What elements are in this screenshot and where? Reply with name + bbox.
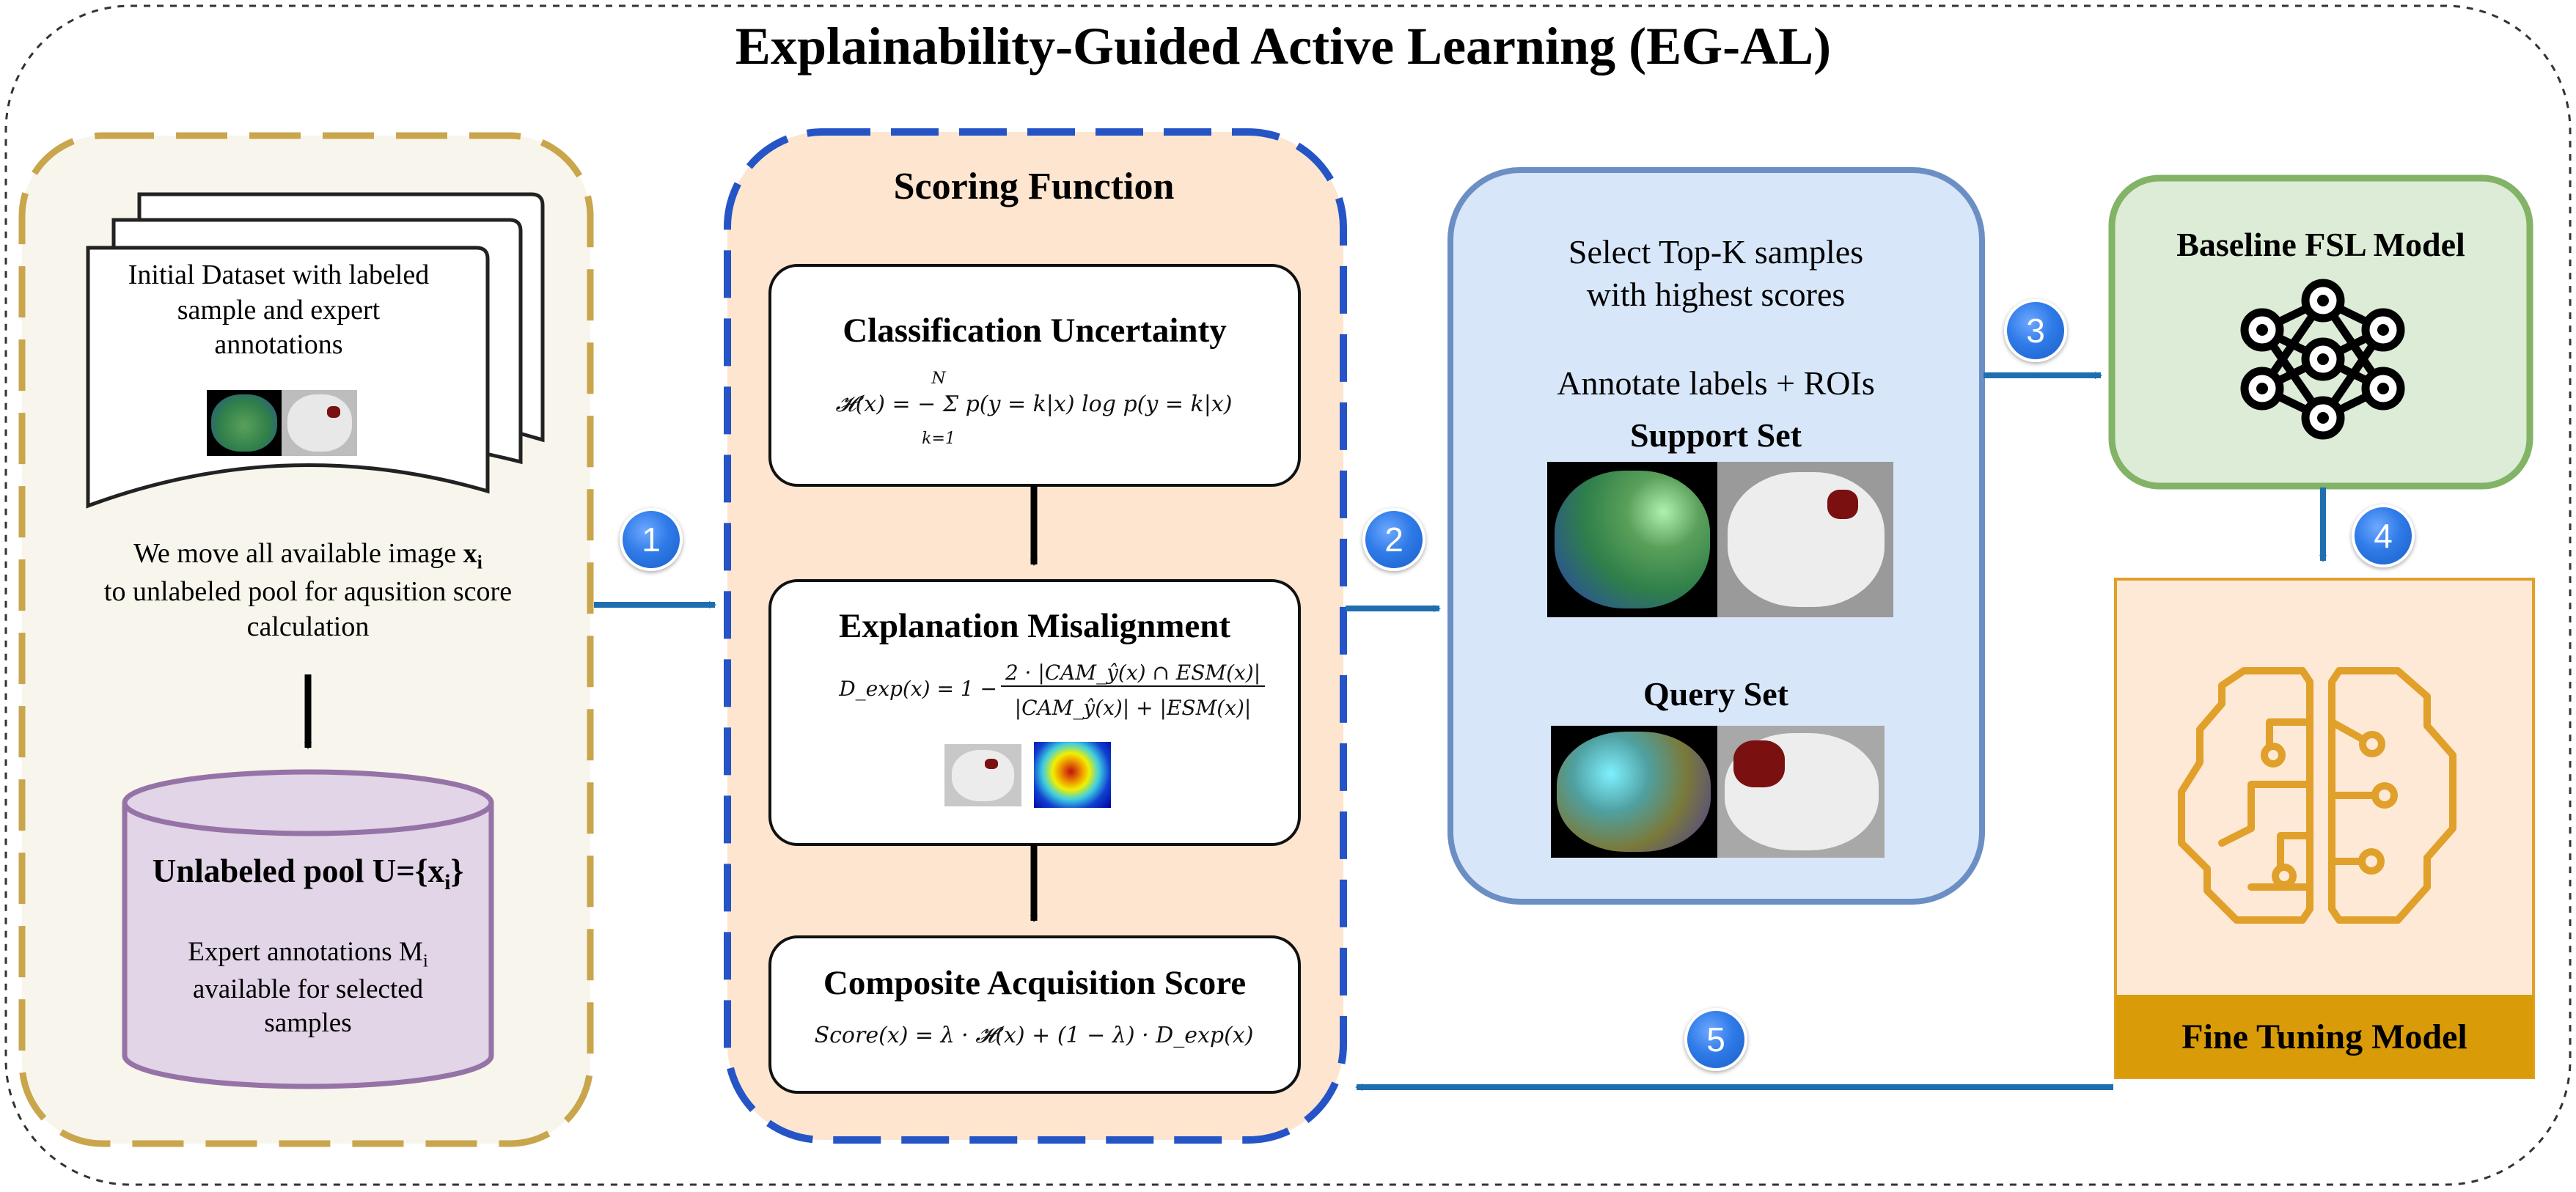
dataset-text: Initial Dataset with labeled sample and … (128, 260, 430, 360)
classification-uncertainty-box (768, 264, 1301, 487)
pool-text: Expert annotations Mi available for sele… (188, 937, 428, 1038)
box2-title: Explanation Misalignment (838, 607, 1231, 645)
document-stack (86, 192, 545, 509)
annotate-text: Annotate labels + ROIs (1557, 364, 1875, 402)
box1-sum-top: N (931, 369, 946, 388)
query-set-label: Query Set (1643, 675, 1788, 713)
box1-formula: 𝓗(x) = − Σ p(y = k|x) log p(y = k|x) (835, 391, 1233, 417)
box2-numerator: 2 · |CAM_ŷ(x) ∩ ESM(x)| (1001, 660, 1265, 687)
step-badge-1: 1 (620, 508, 683, 571)
support-set-label: Support Set (1630, 416, 1802, 454)
query-set-images (1551, 726, 1885, 858)
unlabeled-pool-cylinder (122, 769, 494, 1089)
finetune-title: Fine Tuning Model (2181, 1018, 2467, 1056)
brain-circuit-icon (2178, 667, 2456, 924)
baseline-panel (2108, 174, 2533, 490)
heatmap-thumbnail (1034, 742, 1111, 808)
box2-denominator: |CAM_ŷ(x)| + |ESM(x)| (1014, 696, 1252, 720)
box2-lhs: D_exp(x) = 1 − (839, 677, 997, 701)
pool-title: Unlabeled pool U={xi} (152, 853, 464, 894)
outer-frame (4, 4, 2572, 1186)
dataset-image-thumbnail (207, 390, 357, 456)
diagram-title: Explainability-Guided Active Learning (E… (735, 17, 1832, 76)
finetune-band (2116, 995, 2533, 1078)
baseline-title: Baseline FSL Model (2176, 226, 2465, 263)
support-set-images (1547, 462, 1893, 617)
var-x: x (463, 538, 477, 569)
step-badge-4: 4 (2352, 504, 2415, 567)
box3-title: Composite Acquisition Score (823, 964, 1247, 1002)
step-badge-2: 2 (1362, 508, 1425, 571)
composite-score-box (768, 935, 1301, 1094)
box3-formula: Score(x) = λ · 𝓗(x) + (1 − λ) · D_exp(x) (814, 1023, 1254, 1048)
neural-network-icon (2240, 279, 2405, 440)
box1-sum-bottom: k=1 (922, 430, 955, 448)
scoring-title: Scoring Function (893, 166, 1175, 207)
brain-gray-thumbnail (944, 744, 1021, 806)
move-text: We move all available image xi to unlabe… (103, 538, 513, 642)
box1-title: Classification Uncertainty (843, 312, 1227, 350)
step-badge-5: 5 (1684, 1008, 1747, 1071)
step-badge-3: 3 (2004, 299, 2067, 362)
